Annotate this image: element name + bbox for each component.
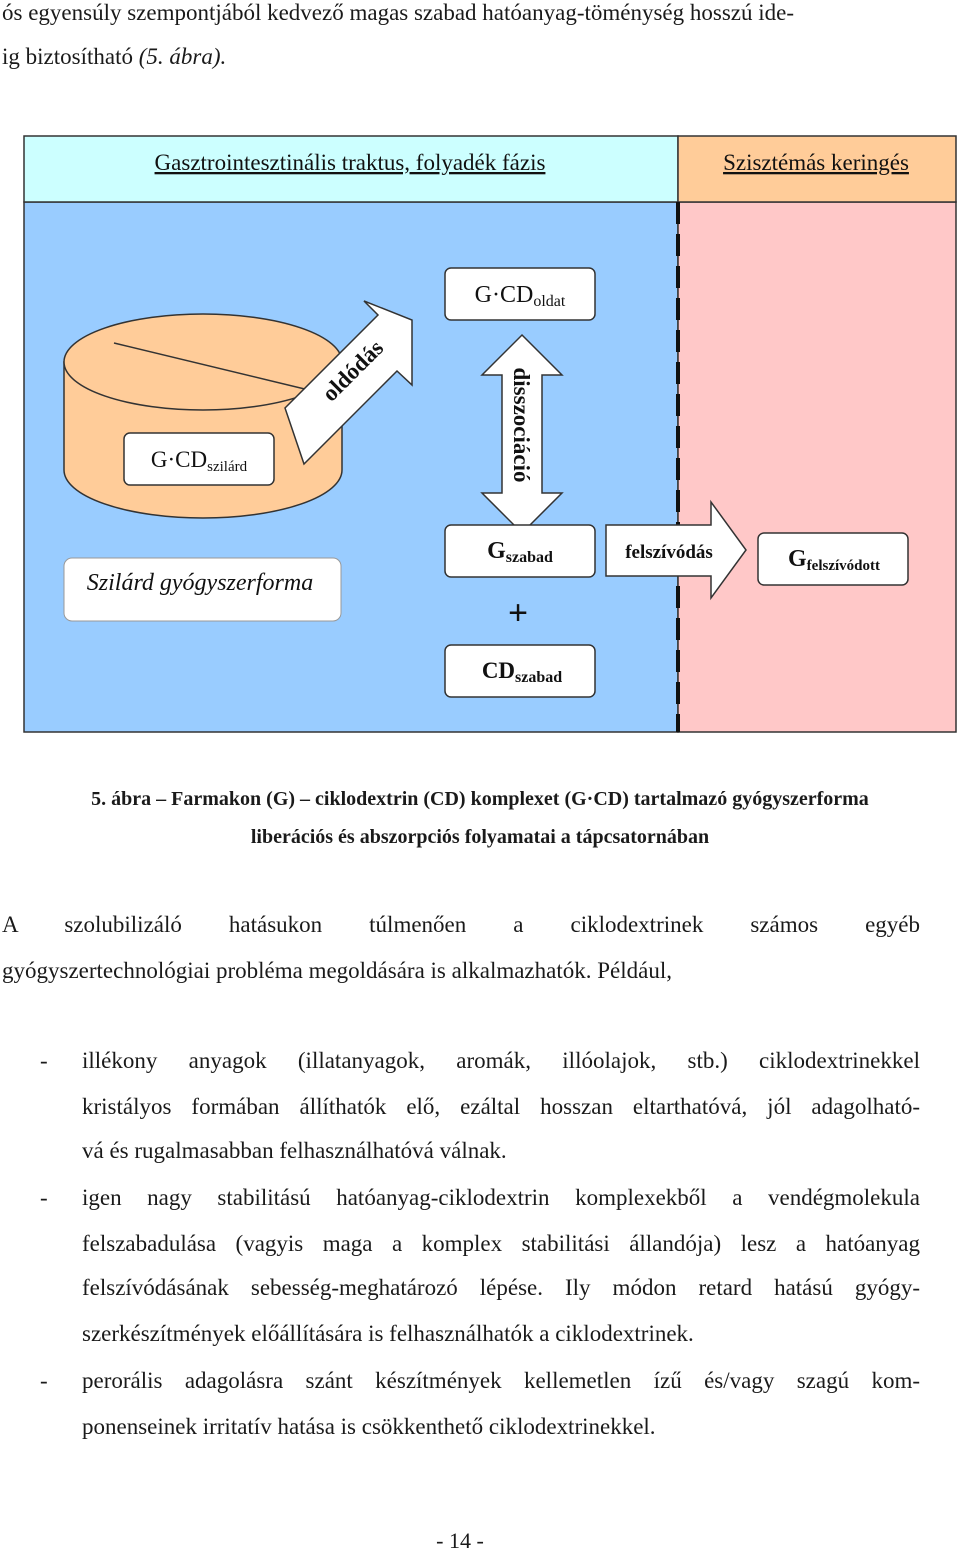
- cd-free-box: [444, 644, 596, 698]
- list-item-1-line-3: vá és rugalmasabban felhasználhatóvá vál…: [82, 1138, 507, 1163]
- gcd-solid-box: [123, 432, 275, 486]
- list-dash-1: -: [40, 1048, 48, 1073]
- figure-reference: (5. ábra).: [138, 44, 227, 69]
- dissociation-label: disszociáció: [509, 368, 534, 483]
- list-item-2-line-2: felszabadulása (vagyis maga a komplex st…: [82, 1231, 920, 1256]
- plus-sign: +: [508, 594, 528, 632]
- page-number: - 14 -: [436, 1528, 484, 1553]
- solid-form-label: Szilárd gyógyszerforma: [87, 570, 313, 596]
- paragraph-line-1: A szolubilizáló hatásukon túlmenően a ci…: [2, 912, 920, 937]
- figure-caption-line-1: 5. ábra – Farmakon (G) – ciklodextrin (C…: [91, 788, 869, 810]
- list-item-3-line-1: perorális adagolásra szánt készítmények …: [82, 1368, 920, 1393]
- gcd-solution-label: G·CDoldat: [475, 282, 566, 310]
- absorption-arrow: [605, 499, 747, 601]
- intro-line-2: ig biztosítható (5. ábra).: [2, 44, 226, 70]
- gcd-solution-box: [444, 267, 596, 321]
- g-absorbed-label: Gfelszívódott: [788, 546, 880, 574]
- list-item-1-line-1: illékony anyagok (illatanyagok, aromák, …: [82, 1048, 920, 1073]
- g-free-label: Gszabad: [487, 538, 553, 566]
- header-systemic-label: Szisztémás keringés: [723, 150, 909, 175]
- systemic-header: [677, 135, 957, 203]
- list-item-2-line-3: felszívódásának sebesség-meghatározó lép…: [82, 1275, 920, 1300]
- paragraph-line-2: gyógyszertechnológiai probléma megoldásá…: [2, 958, 672, 983]
- figure-caption-line-2: liberációs és abszorpciós folyamatai a t…: [250, 826, 710, 848]
- gi-header: [23, 135, 679, 203]
- gcd-solid-label: G·CDszilárd: [151, 447, 248, 475]
- cd-free-label: CDszabad: [482, 658, 562, 686]
- figure-diagram: Gasztrointesztinális traktus, folyadék f…: [23, 135, 957, 733]
- header-gi-label: Gasztrointesztinális traktus, folyadék f…: [155, 150, 546, 175]
- list-item-2-line-1: igen nagy stabilitású hatóanyag-ciklodex…: [82, 1185, 920, 1210]
- systemic-panel: [677, 201, 957, 733]
- solid-form-box: [63, 557, 342, 622]
- list-item-3-line-2: ponenseinek irritatív hatása is csökkent…: [82, 1414, 656, 1439]
- absorption-label: felszívódás: [625, 542, 713, 563]
- list-item-2-line-4: szerkészítmények előállítására is felhas…: [82, 1321, 694, 1346]
- intro-line-2-text: ig biztosítható: [2, 44, 139, 69]
- intro-line-1: ós egyensúly szempontjából kedvező magas…: [2, 0, 794, 25]
- g-absorbed-box: [757, 532, 909, 586]
- list-item-1-line-2: kristályos formában állíthatók elő, ezál…: [82, 1094, 920, 1119]
- dissolution-arrow: [284, 300, 413, 466]
- g-free-box: [444, 524, 596, 578]
- list-dash-3: -: [40, 1368, 48, 1393]
- list-dash-2: -: [40, 1185, 48, 1210]
